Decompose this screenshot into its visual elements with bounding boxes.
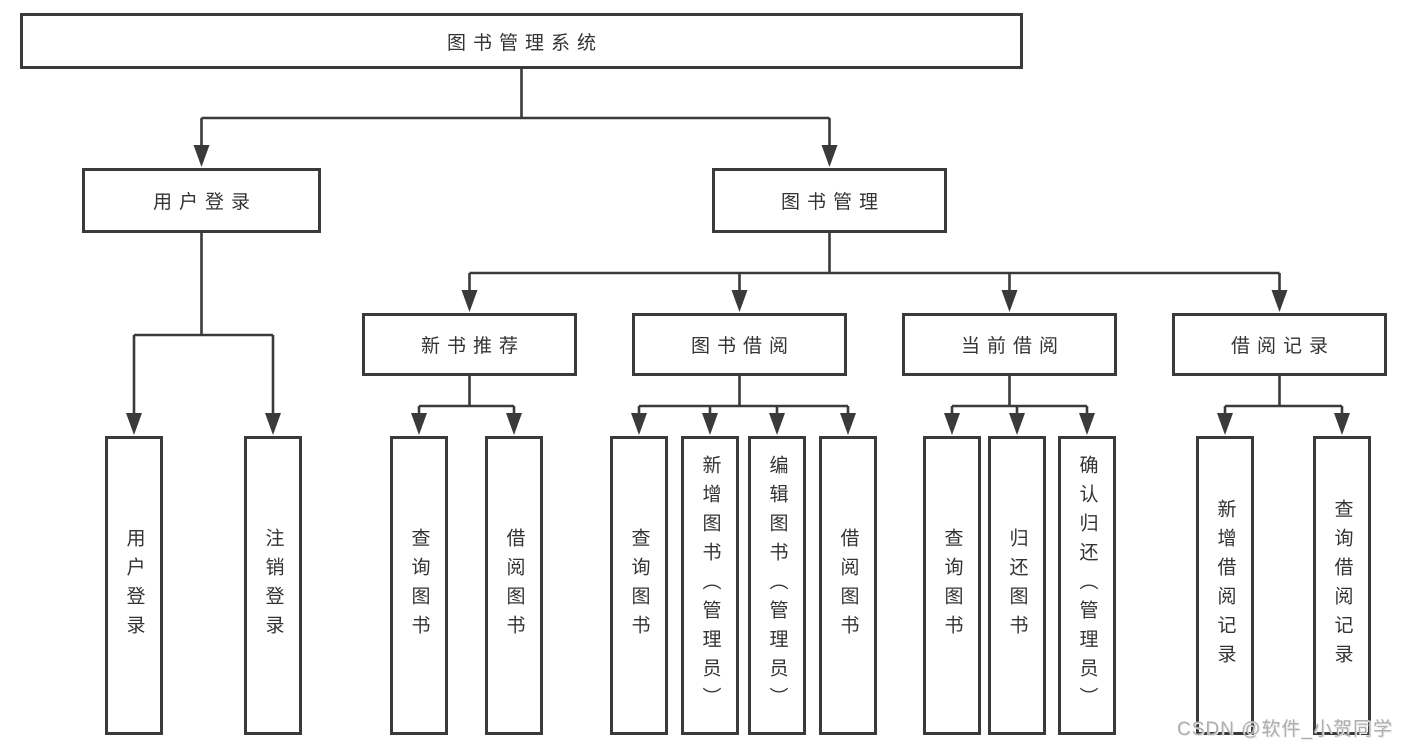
node-leaf-borrow-books: 借阅图书: [819, 436, 877, 735]
node-new-book-recommend: 新书推荐: [362, 313, 577, 376]
node-label: 新书推荐: [420, 336, 525, 357]
node-leaf-query-borrow-record: 查询借阅记录: [1313, 436, 1371, 735]
node-borrowing-records: 借阅记录: [1172, 313, 1387, 376]
node-label: 图书管理: [780, 192, 885, 213]
node-label: 归还图书: [1006, 527, 1028, 644]
node-label: 当前借阅: [960, 336, 1065, 357]
connector-lines: [132, 69, 1344, 418]
node-label: 图书管理系统: [446, 32, 603, 54]
node-leaf-edit-books-admin: 编辑图书（管理员）: [748, 436, 806, 735]
node-label: 查询图书: [628, 527, 650, 644]
node-label: 查询图书: [941, 527, 963, 644]
node-label: 编辑图书（管理员）: [766, 455, 788, 716]
node-label: 借阅图书: [503, 527, 525, 644]
node-label: 借阅图书: [837, 527, 859, 644]
node-label: 新增借阅记录: [1214, 498, 1236, 673]
node-label: 用户登录: [123, 527, 145, 644]
node-label: 借阅记录: [1230, 336, 1335, 357]
node-leaf-user-login: 用户登录: [105, 436, 163, 735]
node-book-management-branch: 图书管理: [712, 168, 947, 233]
node-leaf-add-borrow-record: 新增借阅记录: [1196, 436, 1254, 735]
arrowhead-icons: [126, 145, 1350, 435]
node-leaf-borrow-books-recommend: 借阅图书: [485, 436, 543, 735]
node-label: 新增图书（管理员）: [699, 455, 721, 716]
node-label: 注销登录: [262, 527, 284, 644]
node-leaf-confirm-return-admin: 确认归还（管理员）: [1058, 436, 1116, 735]
node-leaf-return-books: 归还图书: [988, 436, 1046, 735]
node-label: 查询借阅记录: [1331, 498, 1353, 673]
node-book-borrowing: 图书借阅: [632, 313, 847, 376]
node-leaf-query-books-borrow: 查询图书: [610, 436, 668, 735]
node-leaf-query-books-current: 查询图书: [923, 436, 981, 735]
node-label: 查询图书: [408, 527, 430, 644]
node-label: 确认归还（管理员）: [1076, 455, 1098, 716]
node-label: 图书借阅: [690, 336, 795, 357]
node-user-login-branch: 用户登录: [82, 168, 321, 233]
node-leaf-logout: 注销登录: [244, 436, 302, 735]
node-root-library-system: 图书管理系统: [20, 13, 1023, 69]
csdn-watermark: CSDN @软件_小贺同学: [1177, 719, 1393, 740]
node-leaf-query-books-recommend: 查询图书: [390, 436, 448, 735]
node-label: 用户登录: [152, 192, 257, 213]
node-leaf-add-books-admin: 新增图书（管理员）: [681, 436, 739, 735]
node-current-borrowing: 当前借阅: [902, 313, 1117, 376]
